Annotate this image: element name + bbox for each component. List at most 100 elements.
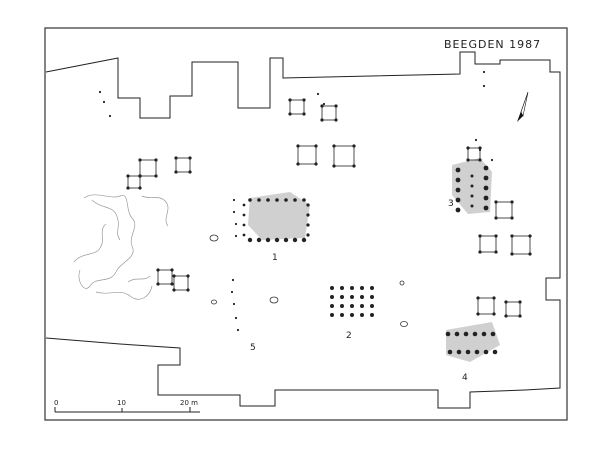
shaded-areas [248,158,500,362]
structure-label-5: 5 [250,343,256,353]
granary-outline [467,147,481,161]
granary-post [172,288,176,292]
granary-post [126,186,130,190]
scale-tick-0: 0 [54,399,58,407]
post-hole [330,313,334,317]
post-hole [306,203,310,207]
post-hole [481,331,487,337]
north-arrow-icon [517,91,529,122]
fence-post [108,114,112,118]
post-hole [472,331,478,337]
post-hole [302,198,306,202]
post-hole [256,237,262,243]
granary-outline [139,159,157,177]
fence-post [232,302,236,306]
post-hole [455,187,461,193]
granary-post [154,158,158,162]
post-hole [456,349,462,355]
granary-post [156,282,160,286]
post-hole [275,198,279,202]
structure-label-3: 3 [448,199,454,209]
granary-post [504,314,508,318]
granary-post [334,118,338,122]
fence-post [234,316,238,320]
granary-post [170,268,174,272]
post-hole [360,295,364,299]
post-hole [370,295,374,299]
post-hole [370,286,374,290]
granary-post [296,144,300,148]
fence-post [234,234,238,238]
post-hole [370,313,374,317]
granary-post [504,300,508,304]
post-hole [445,331,451,337]
granary-post [314,162,318,166]
post-hole [360,304,364,308]
granary-post [352,144,356,148]
post-hole [447,349,453,355]
post-hole [490,331,496,337]
fence-post [322,102,326,106]
post-hole [455,207,461,213]
post-hole [340,304,344,308]
post-hole [266,198,270,202]
granary-post [352,164,356,168]
granary-outline [495,201,513,219]
granary-post [478,234,482,238]
fence-post [482,84,486,88]
fence-post [102,100,106,104]
granary-post [510,252,514,256]
post-hole [350,295,354,299]
granary-post [518,300,522,304]
structure-label-1: 1 [272,253,278,263]
post-hole [301,237,307,243]
irregular-features [73,194,169,300]
granary-post [172,274,176,278]
granary-post [188,156,192,160]
granary-post [186,274,190,278]
granary-post [494,200,498,204]
post-hole [470,174,474,178]
post-hole [247,237,253,243]
granary-post [174,170,178,174]
post-hole [242,213,246,217]
granary-outline [157,269,173,285]
granary-post [288,112,292,116]
granary-post [188,170,192,174]
map-title: BEEGDEN 1987 [444,38,541,51]
post-hole [306,233,310,237]
granary-outline [127,175,141,189]
granary-outline [505,301,521,317]
granary-post [466,158,470,162]
post-hole [470,194,474,198]
post-hole [455,197,461,203]
fence-post [232,198,236,202]
granary-post [186,288,190,292]
post-hole [483,349,489,355]
fence-post [234,222,238,226]
granary-post [156,268,160,272]
granary-outline [477,297,495,315]
granary-outline [175,157,191,173]
post-hole [350,313,354,317]
granary-post [478,146,482,150]
post-hole [330,295,334,299]
granary-post [494,234,498,238]
granary-post [126,174,130,178]
fence-post [231,278,235,282]
post-hole [248,198,252,202]
post-hole [455,167,461,173]
post-hole [483,185,489,191]
post-hole [483,195,489,201]
granary-outline [173,275,189,291]
scale-tick-10: 10 [117,399,126,407]
granary-post [476,296,480,300]
post-hole [340,313,344,317]
post-hole [284,198,288,202]
granary-post [314,144,318,148]
granary-outline [333,145,355,167]
granary-post [528,234,532,238]
building-4-floor [446,322,500,362]
post-hole [350,304,354,308]
post-hole [492,349,498,355]
